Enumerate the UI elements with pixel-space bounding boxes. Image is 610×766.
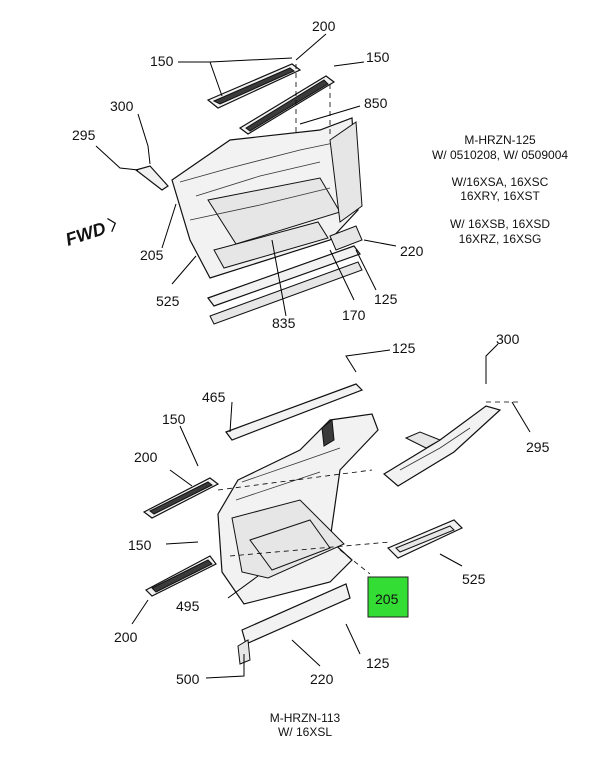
callout-200-bottom-lower: 200 — [114, 629, 138, 645]
callout-220-top: 220 — [400, 243, 424, 259]
bottom-caption-line-2: W/ 16XSL — [278, 725, 332, 739]
callout-205-highlight[interactable]: 205 — [367, 576, 409, 618]
bracket-295-lower — [382, 405, 502, 487]
callout-295-bottom: 295 — [526, 439, 550, 455]
step-housing-lower — [217, 413, 379, 605]
callout-205-bottom: 205 — [375, 591, 399, 607]
trim-220-upper — [329, 225, 363, 251]
sill-170 — [207, 245, 363, 325]
callout-525-bottom: 525 — [462, 571, 486, 587]
top-caption-line-2: W/ 0510208, W/ 0509004 — [432, 148, 568, 162]
step-plate-525 — [386, 519, 464, 559]
callout-200-bottom-upper: 200 — [134, 449, 158, 465]
callout-150-bottom-upper: 150 — [162, 411, 186, 427]
bottom-caption-line-1: M-HRZN-113 — [270, 711, 341, 725]
top-caption-line-3: W/16XSA, 16XSC — [452, 175, 549, 189]
callout-125-bottom-top: 125 — [392, 340, 416, 356]
callout-500: 500 — [176, 671, 200, 687]
grille-200-lower-lower — [145, 555, 217, 597]
callout-125-bottom-lower: 125 — [366, 655, 390, 671]
grille-150-upper-left — [206, 63, 302, 109]
top-caption-line-1: M-HRZN-125 — [464, 133, 536, 147]
callout-300-top: 300 — [110, 98, 134, 114]
callout-850: 850 — [364, 95, 388, 111]
top-caption-line-4: 16XRY, 16XST — [460, 189, 540, 203]
top-caption-line-5: W/ 16XSB, 16XSD — [450, 217, 550, 231]
callout-205-top: 205 — [140, 247, 164, 263]
callout-170: 170 — [342, 307, 366, 323]
callout-150-bottom-lower: 150 — [128, 537, 152, 553]
callout-495: 495 — [176, 598, 200, 614]
top-caption: M-HRZN-125 W/ 0510208, W/ 0509004 W/16XS… — [432, 133, 568, 246]
grille-150-upper-right — [238, 75, 336, 135]
callout-150-top-right: 150 — [366, 49, 390, 65]
callout-465: 465 — [202, 389, 226, 405]
bottom-caption: M-HRZN-113 W/ 16XSL — [270, 711, 341, 739]
panel-465 — [225, 383, 364, 441]
callout-125-top: 125 — [374, 291, 398, 307]
forward-indicator: FWD — [63, 217, 117, 250]
callout-525-top: 525 — [156, 293, 180, 309]
step-housing-upper — [171, 117, 363, 279]
callout-200-top: 200 — [312, 18, 336, 34]
callout-835: 835 — [272, 315, 296, 331]
callout-300-bottom: 300 — [496, 331, 520, 347]
top-assembly — [95, 33, 397, 325]
callout-295-top: 295 — [72, 127, 96, 143]
bottom-assembly — [131, 343, 531, 679]
bracket-295-upper — [134, 165, 169, 191]
callout-220-bottom: 220 — [310, 671, 334, 687]
highlight-box — [367, 576, 409, 618]
callout-150-top-left: 150 — [150, 53, 174, 69]
trim-220-lower — [237, 583, 351, 665]
fwd-label: FWD — [63, 218, 108, 250]
top-caption-line-6: 16XRZ, 16XSG — [459, 232, 542, 246]
grille-200-lower-upper — [142, 477, 220, 519]
